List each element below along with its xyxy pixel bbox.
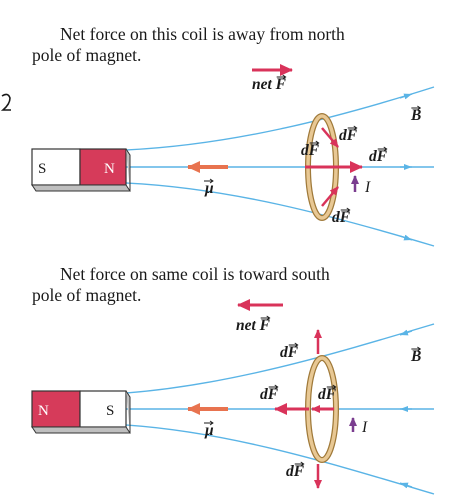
top-panel: net F B S N μ dF dF dF dF I	[31, 64, 435, 247]
top-current-label: I	[364, 179, 371, 196]
top-field-line-upper	[125, 86, 435, 151]
bottom-dF-label-lower: dF	[286, 463, 305, 480]
vector-overarrow	[347, 125, 358, 131]
top-field-line-lower	[125, 182, 435, 247]
caption-top-line2: pole of magnet.	[32, 45, 142, 65]
bottom-field-line-lower	[125, 424, 435, 495]
bottom-field-arrow-upper	[399, 329, 413, 336]
vector-overarrow	[260, 315, 271, 321]
top-magnet-right-pole	[79, 148, 127, 186]
vector-overarrow	[411, 346, 422, 352]
vector-overarrow	[276, 74, 287, 80]
top-dF-upper-arrow	[321, 127, 339, 148]
bottom-magnet-left-label: N	[38, 403, 49, 419]
bottom-field-arrow-lower	[399, 482, 413, 489]
bottom-magnet-right-pole	[79, 390, 127, 428]
edge-glyph	[0, 93, 11, 111]
bottom-dF-label-left: dF	[260, 386, 279, 403]
bottom-panel: net F B N S μ dF dF dF dF I	[31, 299, 435, 495]
vector-overarrow	[377, 146, 388, 152]
top-dF-label-left: dF	[301, 142, 320, 159]
bottom-current-label: I	[361, 419, 368, 436]
caption-bottom: Net force on same coil is toward south p…	[32, 264, 432, 306]
caption-bottom-line2: pole of magnet.	[32, 285, 142, 305]
top-mu-label: μ	[204, 180, 214, 197]
vector-overarrow	[340, 207, 351, 213]
top-dF-label-lower: dF	[332, 209, 351, 226]
vector-overarrow	[204, 178, 214, 184]
vector-overarrow	[288, 342, 299, 348]
bottom-magnet-shadow	[31, 390, 131, 434]
top-field-arrow-lower	[399, 234, 413, 241]
bottom-magnet-left-pole	[31, 390, 81, 428]
bottom-net-force-label: net F	[236, 317, 271, 334]
bottom-magnet-right-label: S	[106, 403, 114, 419]
top-magnet-left-label: S	[38, 161, 46, 177]
vector-overarrow	[268, 384, 279, 390]
caption-top-line1: Net force on this coil is away from nort…	[60, 24, 345, 44]
bottom-mu-label: μ	[204, 422, 214, 439]
top-magnet-shadow	[31, 148, 131, 192]
vector-overarrow	[411, 105, 422, 111]
vector-overarrow	[294, 461, 305, 467]
vector-overarrow	[204, 420, 214, 426]
caption-top: Net force on this coil is away from nort…	[32, 24, 432, 66]
top-dF-lower-arrow	[321, 186, 339, 207]
bottom-dF-label-upper: dF	[280, 344, 299, 361]
bottom-field-line-upper	[125, 323, 435, 394]
top-b-label: B	[410, 107, 421, 124]
vector-overarrow	[309, 140, 320, 146]
top-magnet-right-label: N	[104, 161, 115, 177]
bottom-dF-label-inner: dF	[318, 386, 337, 403]
vector-overarrow	[326, 384, 337, 390]
top-field-arrow-upper	[399, 93, 413, 100]
top-net-force-label: net F	[252, 76, 287, 93]
top-dF-label-right: dF	[369, 148, 388, 165]
bottom-b-label: B	[410, 348, 421, 365]
top-dF-label-upper: dF	[339, 127, 358, 144]
caption-bottom-line1: Net force on same coil is toward south	[60, 264, 330, 284]
